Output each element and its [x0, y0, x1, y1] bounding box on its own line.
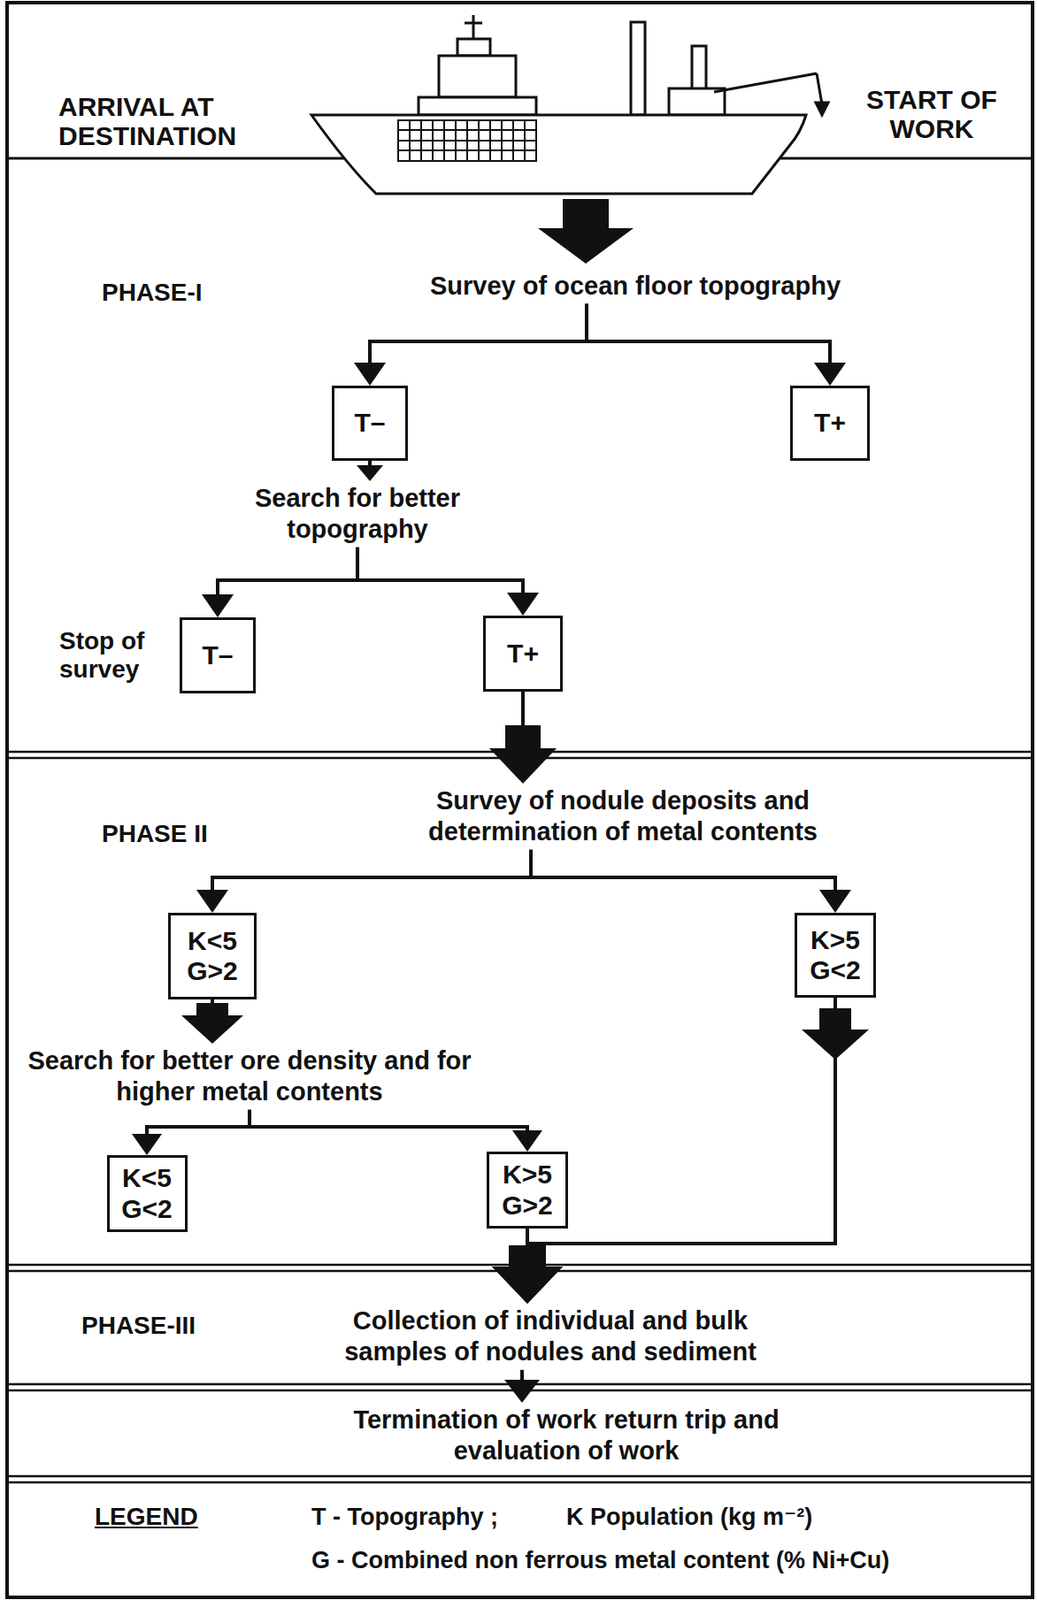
- criteria-box: K>5 G>2: [486, 1152, 569, 1230]
- flow-connector: [181, 999, 244, 1045]
- step-text: Search for better topography: [215, 481, 500, 548]
- flow-connector: [530, 850, 852, 914]
- flow-connector: [353, 303, 587, 386]
- arrow-head: [489, 725, 557, 784]
- arrow-head: [201, 594, 234, 618]
- connector-line: [212, 850, 531, 892]
- arrow-head: [504, 1380, 540, 1404]
- box-heading: Stop of survey: [59, 627, 170, 684]
- legend-text: T - Topography ;: [311, 1505, 499, 1532]
- connector-line: [586, 303, 830, 365]
- arrow-head: [131, 1134, 162, 1156]
- criteria-box: Stop of surveyT–: [179, 617, 256, 694]
- legend-text: K Population (kg m⁻²): [566, 1505, 813, 1532]
- node-text: T+: [506, 638, 539, 670]
- arrow-head: [491, 1245, 563, 1305]
- flow-connector: [489, 691, 557, 784]
- step-text: Termination of work return trip and eval…: [300, 1403, 832, 1470]
- flow-connector: [249, 1110, 543, 1153]
- node-text: K<5 G>2: [182, 926, 244, 988]
- arrow-head: [196, 890, 229, 914]
- connector-line: [146, 1110, 250, 1137]
- connector-line: [249, 1110, 528, 1133]
- node-text: Survey of nodule deposits and determinat…: [387, 785, 859, 849]
- step-text: Collection of individual and bulk sample…: [307, 1304, 794, 1371]
- flow-connector: [356, 460, 384, 482]
- flow-connector: [196, 850, 531, 914]
- phase-label: PHASE-I: [101, 279, 203, 308]
- node-text: Collection of individual and bulk sample…: [310, 1305, 791, 1369]
- arrow-head: [356, 465, 384, 482]
- phase-label: PHASE-III: [81, 1313, 196, 1341]
- arrow-head: [819, 890, 852, 914]
- node-text: Termination of work return trip and eval…: [304, 1405, 829, 1468]
- node-text: K<5 G<2: [116, 1163, 178, 1225]
- frame-lines: [7, 2, 1033, 1598]
- criteria-box: T+: [790, 385, 870, 461]
- criteria-box: T–: [331, 385, 408, 461]
- start-arrow: [537, 199, 634, 264]
- phase-label: PHASE II: [101, 821, 208, 849]
- ship-label: ARRIVAL AT DESTINATION: [58, 92, 289, 151]
- node-text: Survey of ocean floor topography: [355, 270, 915, 302]
- flow-connector: [201, 547, 358, 618]
- legend-entry: T - Topography ;: [311, 1505, 499, 1532]
- arrow-head: [181, 1003, 244, 1045]
- connector-line: [527, 998, 836, 1269]
- flow-connector: [491, 1229, 563, 1305]
- arrow-head: [814, 362, 846, 386]
- step-text: Search for better ore density and for hi…: [23, 1044, 476, 1111]
- step-text: Survey of ocean floor topography: [352, 268, 919, 304]
- flow-connector: [504, 1370, 540, 1404]
- legend-entry: G - Combined non ferrous metal content (…: [311, 1548, 890, 1575]
- node-text: T–: [201, 640, 233, 672]
- step-text: Survey of nodule deposits and determinat…: [384, 783, 862, 851]
- connector-line: [217, 547, 358, 597]
- criteria-box: K>5 G<2: [794, 913, 876, 999]
- node-text: Search for better topography: [219, 483, 496, 546]
- legend-entry: K Population (kg m⁻²): [566, 1505, 813, 1532]
- criteria-box: K<5 G>2: [168, 913, 257, 1000]
- arrow-head: [491, 1245, 563, 1305]
- connector-line: [357, 547, 523, 595]
- criteria-box: K<5 G<2: [107, 1155, 188, 1233]
- flow-connector: [586, 303, 846, 386]
- flow-connector: [357, 547, 539, 616]
- node-text: T–: [353, 407, 385, 439]
- flow-connector: [131, 1110, 250, 1156]
- node-text: Search for better ore density and for hi…: [27, 1045, 472, 1109]
- node-text: K>5 G<2: [805, 925, 867, 987]
- flow-connector: [491, 998, 836, 1305]
- connector-line: [530, 850, 836, 892]
- legend-text: G - Combined non ferrous metal content (…: [311, 1548, 890, 1575]
- node-text: K>5 G>2: [497, 1159, 559, 1222]
- node-text: T+: [814, 407, 846, 439]
- legend-heading: LEGEND: [94, 1504, 199, 1532]
- ship-illustration: [311, 15, 829, 194]
- arrow-head: [512, 1130, 543, 1153]
- arrow-head: [506, 592, 539, 616]
- arrow-head: [353, 362, 386, 386]
- criteria-box: T+: [483, 615, 563, 692]
- ship-label: START OF WORK: [847, 84, 1016, 144]
- connector-line: [369, 303, 587, 365]
